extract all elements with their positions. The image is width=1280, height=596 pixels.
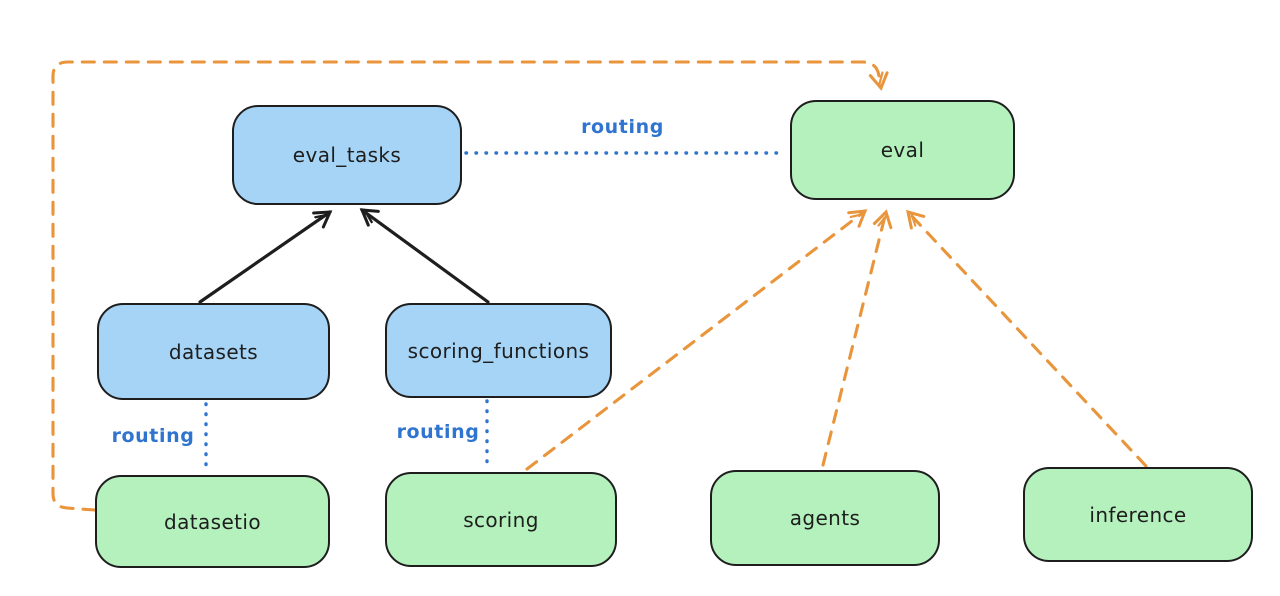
edge-label-routing-middle: routing	[396, 421, 480, 443]
edge-label-routing-left: routing	[111, 425, 195, 447]
edge-label-routing-top: routing	[581, 116, 664, 138]
edge-datasets-to-eval-tasks	[198, 212, 330, 304]
node-agents: agents	[710, 470, 940, 566]
node-agents-label: agents	[789, 506, 861, 530]
node-datasets: datasets	[97, 303, 330, 400]
node-eval: eval	[790, 100, 1015, 200]
node-scoring: scoring	[385, 472, 617, 567]
node-scoring-label: scoring	[463, 507, 539, 532]
node-scoring-functions: scoring_functions	[385, 303, 612, 398]
node-inference-label: inference	[1089, 502, 1187, 527]
edge-scoring-functions-to-eval-tasks	[362, 210, 490, 304]
edge-inference-to-eval	[908, 212, 1148, 468]
node-datasets-label: datasets	[168, 339, 259, 364]
node-datasetio-label: datasetio	[163, 509, 261, 534]
node-eval-tasks-label: eval_tasks	[292, 143, 402, 167]
node-scoring-functions-label: scoring_functions	[407, 338, 590, 363]
node-eval-tasks: eval_tasks	[232, 105, 462, 205]
node-inference: inference	[1023, 467, 1253, 562]
edge-agents-to-eval	[821, 212, 886, 467]
node-datasetio: datasetio	[95, 475, 330, 568]
node-eval-label: eval	[880, 138, 925, 162]
